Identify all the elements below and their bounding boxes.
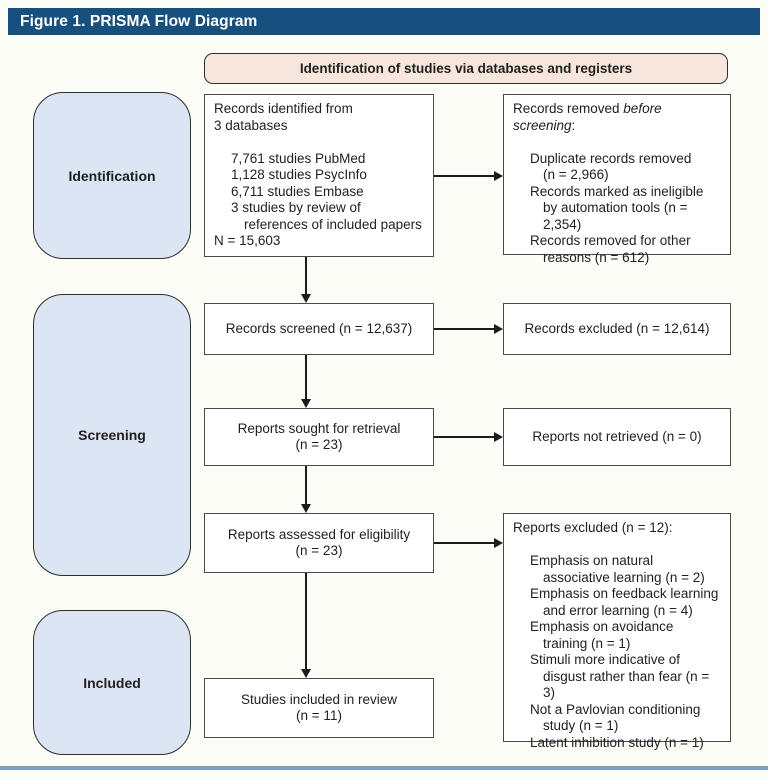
- box-line: 6,711 studies Embase: [231, 183, 364, 199]
- banner-label: Identification of studies via databases …: [299, 61, 633, 76]
- banner-identification-of-studies: Identification of studies via databases …: [204, 53, 728, 84]
- box-line: Reports sought for retrieval: [237, 420, 401, 436]
- box-text: :: [571, 117, 576, 133]
- box-studies-included: Studies included in review (n = 11): [204, 678, 434, 738]
- box-reports-not-retrieved: Reports not retrieved (n = 0): [503, 408, 731, 466]
- box-reports-sought: Reports sought for retrieval (n = 23): [204, 408, 434, 466]
- box-line: Emphasis on feedback learning: [530, 586, 719, 601]
- stage-screening: Screening: [33, 294, 191, 576]
- box-records-removed-before-screening: Records removed before screening: Duplic…: [503, 94, 731, 265]
- arrow-assessed-to-included-head: [301, 669, 311, 678]
- arrow-identified-to-removed-line: [434, 175, 495, 177]
- arrow-assessed-to-reportsexcluded-head: [494, 538, 503, 548]
- box-line: 3 databases: [214, 117, 288, 133]
- spacer: [513, 134, 724, 151]
- box-line: Emphasis on natural: [530, 553, 654, 568]
- box-line: Reports assessed for eligibility: [227, 526, 411, 542]
- box-line: Records screened (n = 12,637): [225, 320, 413, 336]
- box-line: Duplicate records removed: [530, 150, 692, 166]
- bottom-rule: [0, 766, 768, 770]
- spacer: [214, 134, 427, 151]
- arrow-screened-to-excluded-line: [434, 328, 495, 330]
- arrow-screened-to-sought-head: [301, 399, 311, 408]
- box-text-italic: before: [623, 101, 662, 116]
- arrow-screened-to-excluded-head: [494, 324, 503, 334]
- figure-title-bar: Figure 1. PRISMA Flow Diagram: [8, 8, 760, 35]
- arrow-assessed-to-reportsexcluded-line: [434, 542, 495, 544]
- box-line: training (n = 1): [543, 635, 631, 651]
- box-reports-excluded: Reports excluded (n = 12): Emphasis on n…: [503, 513, 731, 750]
- box-line: Studies included in review: [240, 691, 398, 707]
- box-line: Reports not retrieved (n = 0): [532, 428, 702, 444]
- arrow-sought-to-notretrieved-line: [434, 436, 495, 438]
- box-line: by automation tools (n = 2,354): [543, 200, 688, 232]
- figure-title: Figure 1. PRISMA Flow Diagram: [20, 12, 258, 30]
- box-records-excluded: Records excluded (n = 12,614): [503, 303, 731, 355]
- box-line: and error learning (n = 4): [543, 602, 693, 618]
- box-line: study (n = 1): [543, 718, 619, 733]
- arrow-sought-to-assessed-head: [301, 504, 311, 513]
- arrow-sought-to-assessed-line: [305, 466, 307, 504]
- box-line: 7,761 studies PubMed: [231, 150, 366, 166]
- box-line: (n = 23): [295, 437, 343, 452]
- box-line: (n = 11): [296, 708, 342, 723]
- arrow-identified-to-screened-line: [305, 257, 307, 295]
- box-line: reasons (n = 612): [543, 249, 650, 265]
- arrow-identified-to-screened-head: [301, 294, 311, 303]
- box-records-screened: Records screened (n = 12,637): [204, 303, 434, 355]
- arrow-assessed-to-included-line: [305, 573, 307, 669]
- arrow-identified-to-removed-head: [494, 171, 503, 181]
- spacer: [513, 537, 724, 554]
- box-records-identified: Records identified from 3 databases 7,76…: [204, 94, 434, 257]
- box-line: 1,128 studies PsycInfo: [231, 167, 367, 182]
- stage-screening-label: Screening: [78, 427, 146, 443]
- box-line: Latent inhibition study (n = 1): [530, 734, 704, 750]
- stage-included: Included: [33, 610, 191, 755]
- box-reports-assessed: Reports assessed for eligibility (n = 23…: [204, 513, 434, 573]
- box-line: Reports excluded (n = 12):: [513, 520, 673, 535]
- box-line: associative learning (n = 2): [543, 569, 705, 585]
- box-line: Records marked as ineligible: [530, 183, 704, 199]
- box-line: Records excluded (n = 12,614): [524, 320, 710, 336]
- box-line: (n = 2,966): [543, 167, 609, 182]
- stage-identification: Identification: [33, 92, 191, 259]
- arrow-sought-to-notretrieved-head: [494, 432, 503, 442]
- box-line: (n = 23): [295, 543, 343, 558]
- stage-included-label: Included: [83, 674, 141, 691]
- box-line: Records removed for other: [530, 233, 691, 248]
- box-text-italic: screening: [513, 117, 572, 133]
- box-line: Records removed before: [513, 101, 724, 118]
- box-text: Records removed: [513, 101, 624, 116]
- box-line: 3 studies by review of: [231, 200, 361, 215]
- box-line: disgust rather than fear (n = 3): [543, 668, 710, 701]
- box-line: Records identified from: [214, 101, 353, 116]
- stage-identification-label: Identification: [68, 167, 156, 184]
- box-line: Emphasis on avoidance: [530, 619, 674, 634]
- box-line: N = 15,603: [214, 233, 281, 248]
- box-line: Stimuli more indicative of: [530, 652, 681, 667]
- box-line: Not a Pavlovian conditioning: [530, 701, 701, 717]
- box-line: screening:: [513, 118, 724, 135]
- arrow-screened-to-sought-line: [305, 355, 307, 399]
- box-line: references of included papers: [244, 216, 422, 232]
